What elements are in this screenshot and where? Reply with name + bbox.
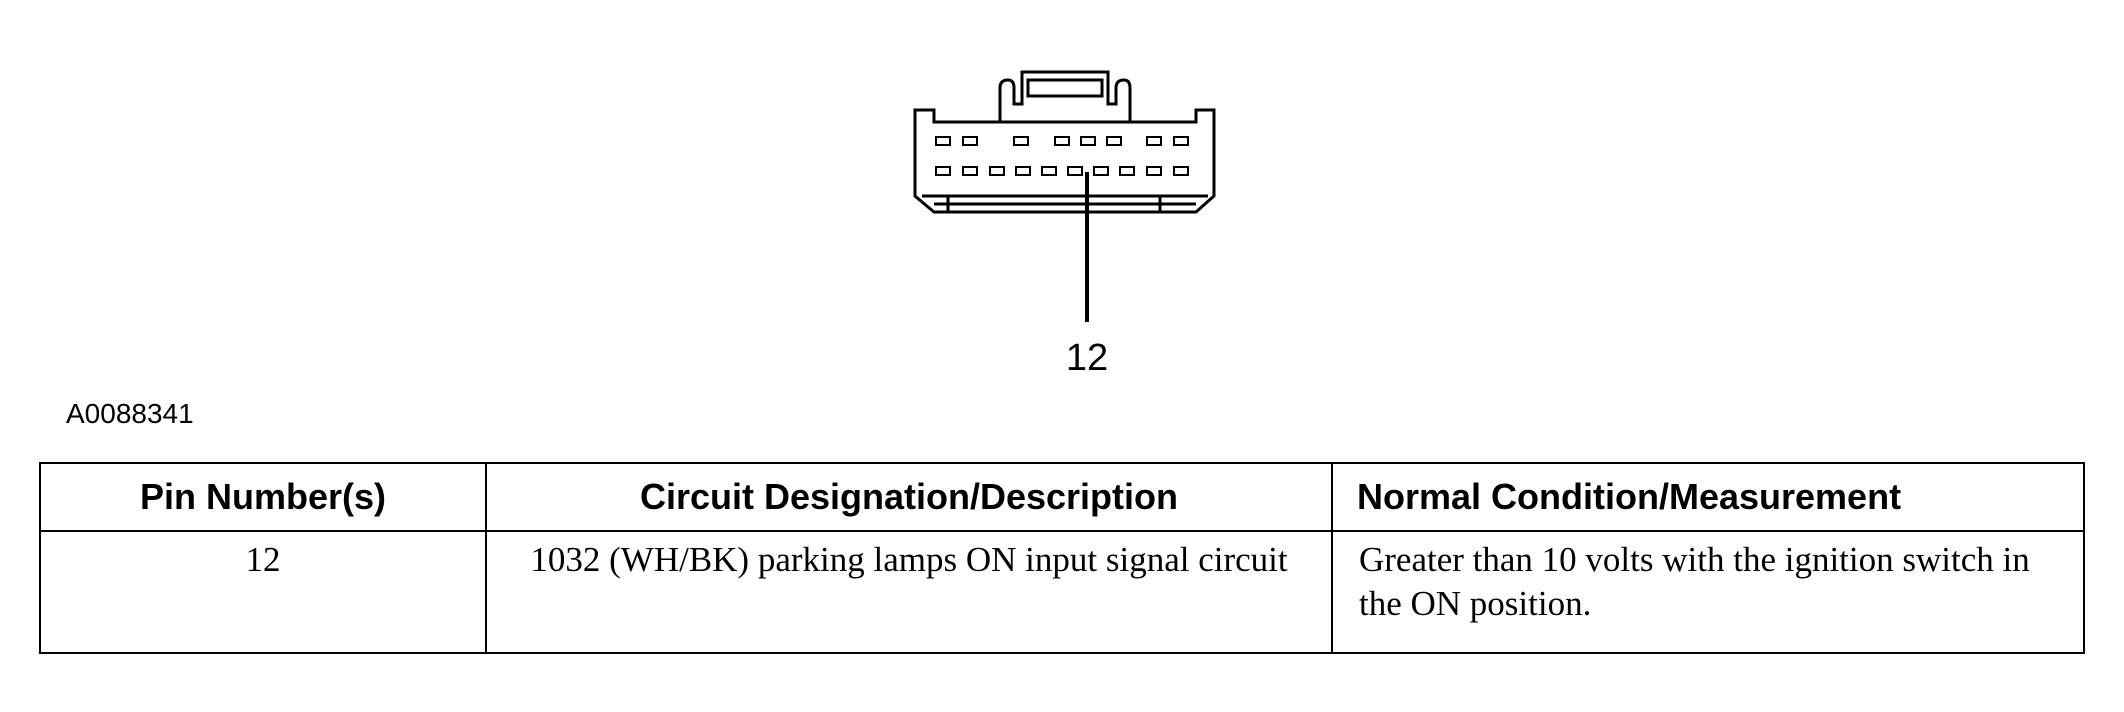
pin-row-bottom (935, 166, 1189, 176)
cell-circuit: 1032 (WH/BK) parking lamps ON input sign… (485, 530, 1333, 654)
pin-cavity (1013, 136, 1029, 146)
header-circuit-description: Circuit Designation/Description (485, 462, 1333, 532)
pin-cavity (1015, 166, 1031, 176)
pin-cavity (1146, 166, 1162, 176)
pin-cavity (935, 136, 951, 146)
table-row: 12 1032 (WH/BK) parking lamps ON input s… (39, 530, 2085, 654)
pin-cavity (1106, 136, 1122, 146)
callout-label: 12 (1065, 337, 1109, 379)
pin-cavity (935, 166, 951, 176)
pin-cavity (1041, 166, 1057, 176)
pin-cavity (962, 136, 978, 146)
pin-cavity (962, 166, 978, 176)
pin-cavity (1119, 166, 1135, 176)
cell-condition: Greater than 10 volts with the ignition … (1331, 530, 2085, 654)
pin-cavity (1093, 166, 1109, 176)
pin-cavity (1067, 166, 1083, 176)
pin-cavity (1173, 166, 1189, 176)
pin-cavity (1173, 136, 1189, 146)
pin-cavity (1054, 136, 1070, 146)
pin-table: Pin Number(s) Circuit Designation/Descri… (39, 462, 2085, 654)
latch-slot (1026, 78, 1104, 98)
pin-cavity (1146, 136, 1162, 146)
pin-row-top (935, 136, 1189, 146)
pin-cavity (1080, 136, 1096, 146)
figure-id: A0088341 (66, 398, 194, 429)
header-pin-numbers: Pin Number(s) (39, 462, 487, 532)
pin-cavity (989, 166, 1005, 176)
connector-body-outline (913, 70, 1216, 214)
table-header-row: Pin Number(s) Circuit Designation/Descri… (39, 462, 2085, 532)
header-normal-condition: Normal Condition/Measurement (1331, 462, 2085, 532)
cell-pin: 12 (39, 530, 487, 654)
